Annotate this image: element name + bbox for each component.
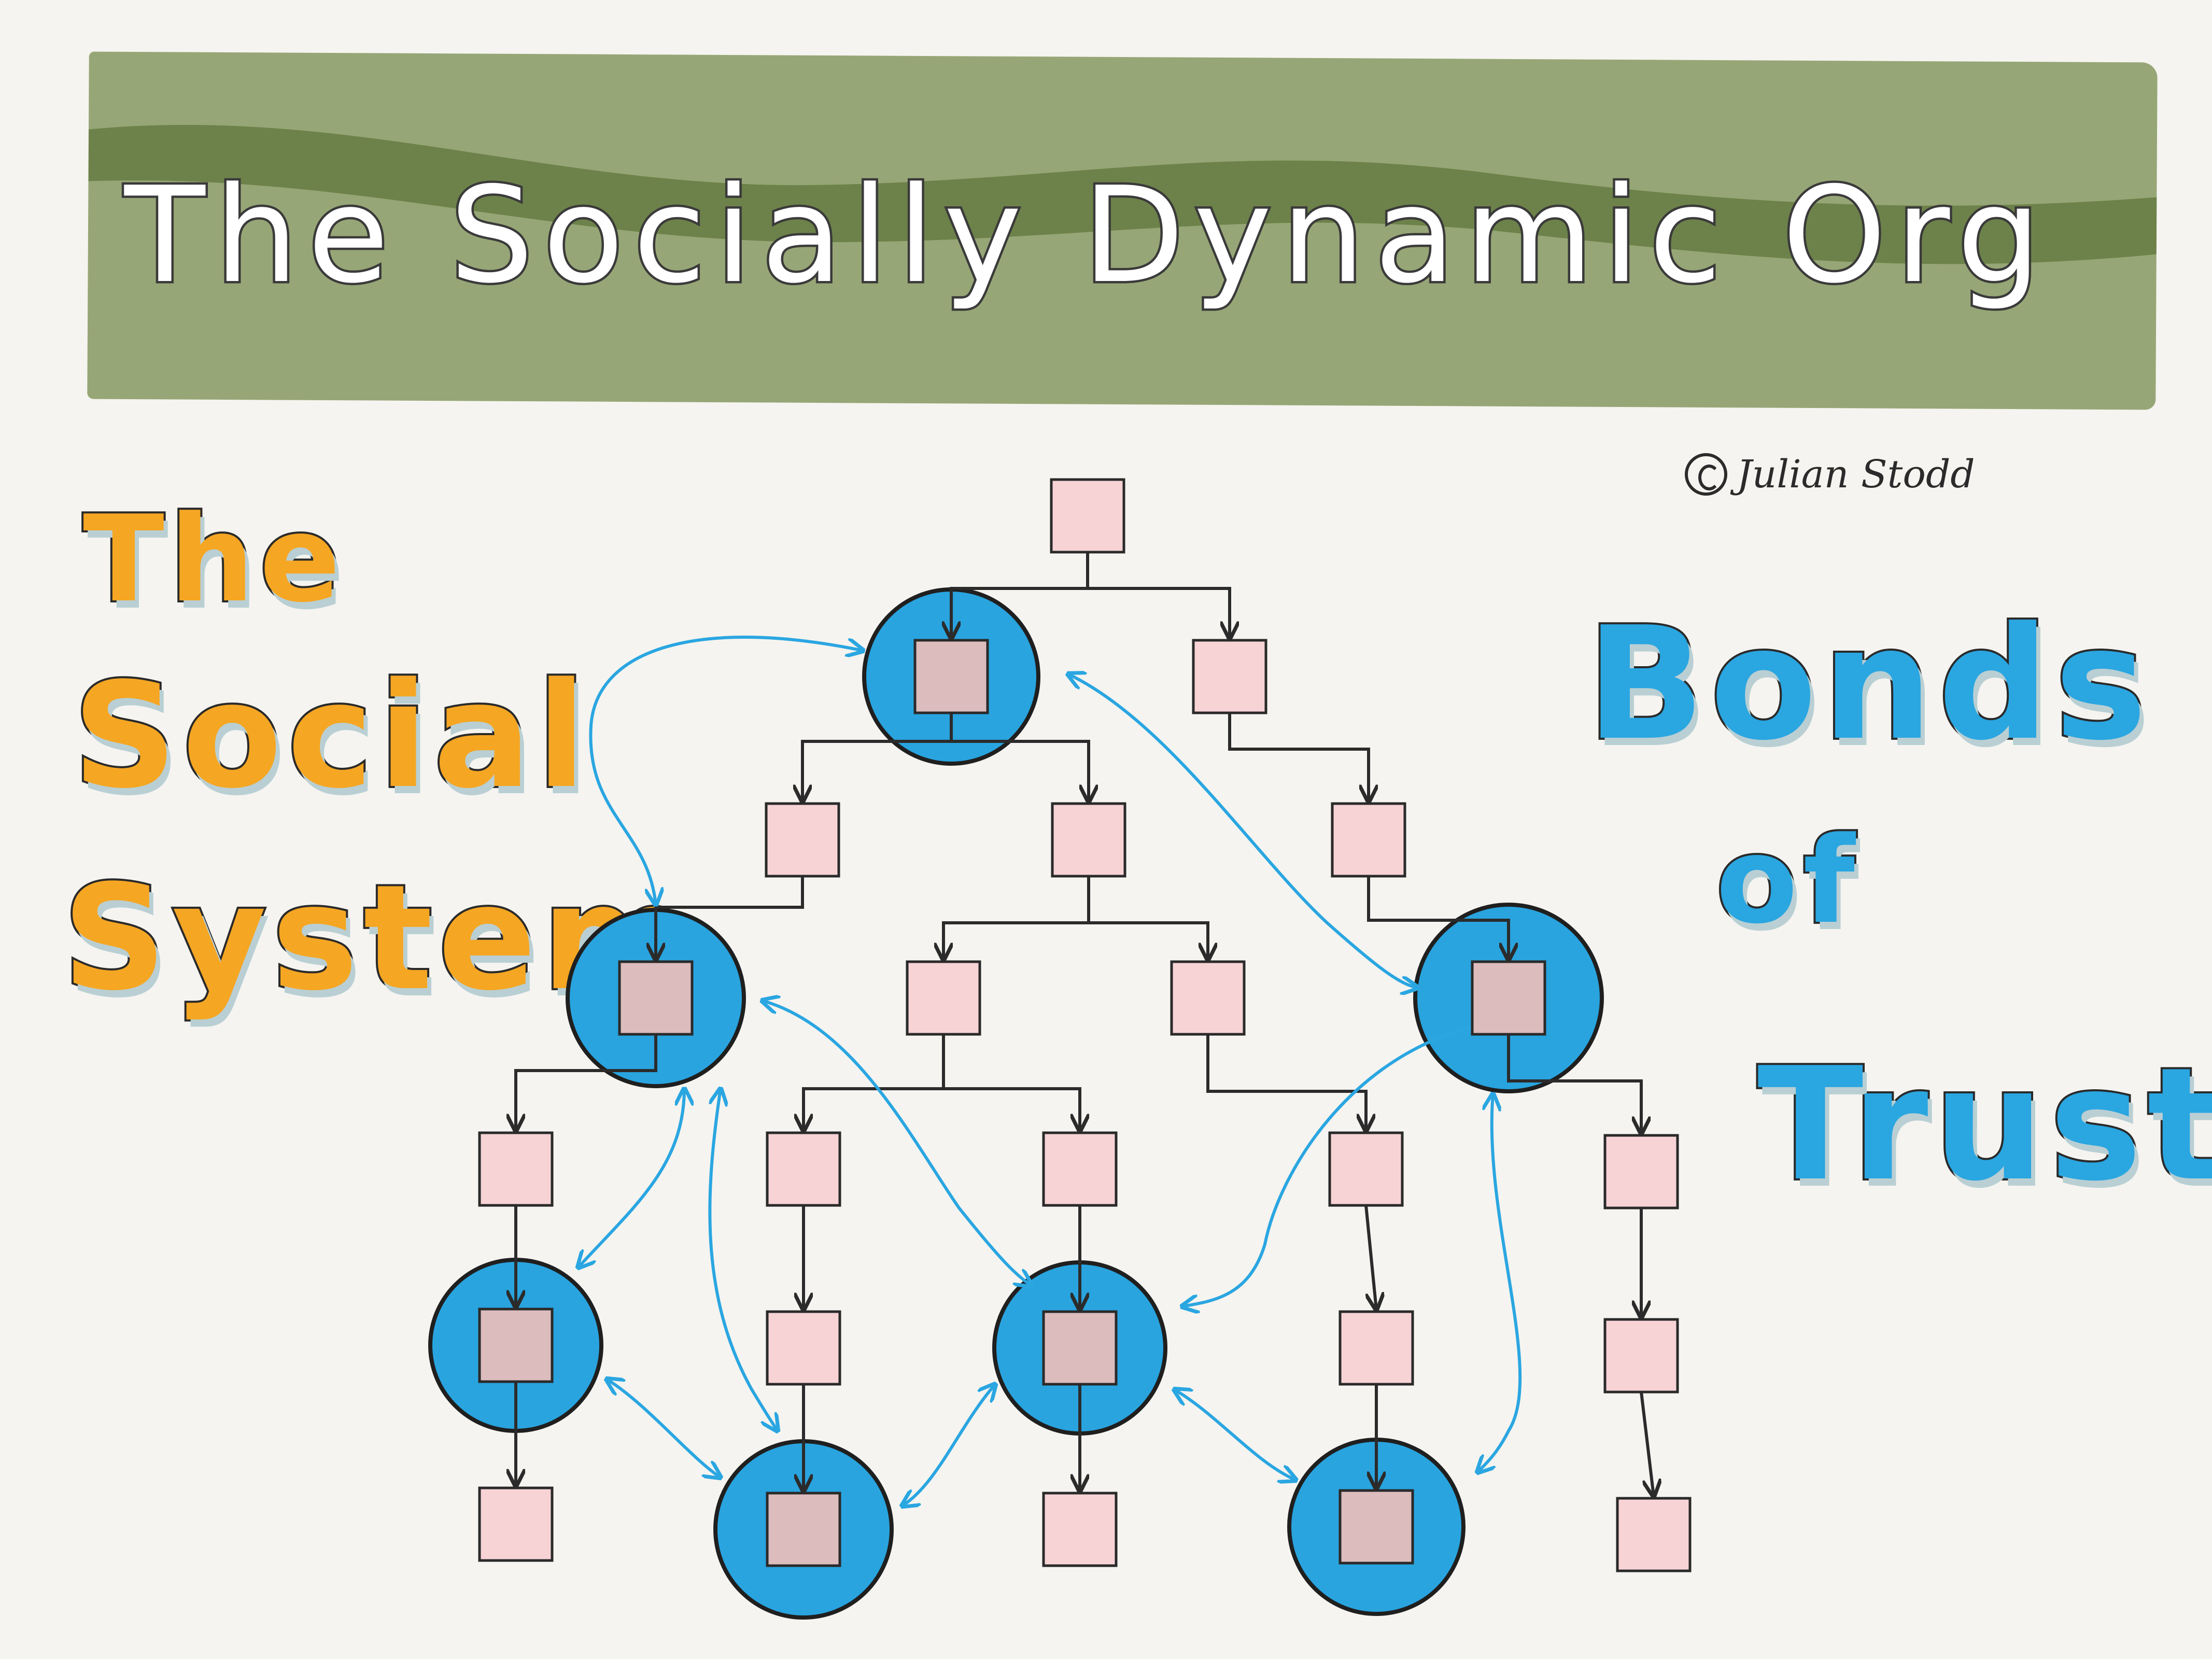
node-box	[1616, 1497, 1692, 1572]
node-box	[1603, 1134, 1679, 1210]
hub-node-box	[1339, 1489, 1414, 1565]
node-box	[1603, 1318, 1679, 1394]
bonds-of-trust-line-3: Trust	[1755, 1034, 2212, 1215]
trust-connector	[902, 1384, 995, 1506]
social-system-line-1: The	[81, 490, 346, 629]
page-title: The Socially Dynamic Org	[122, 157, 2050, 315]
banner-stripe	[88, 124, 2157, 264]
node-box	[1192, 639, 1267, 714]
trust-connector	[762, 1001, 1032, 1286]
bonds-of-trust-line-2: of	[1714, 812, 1861, 951]
node-box	[766, 1131, 841, 1207]
hub-node-box	[913, 639, 989, 714]
node-box	[1051, 802, 1126, 878]
node-box	[1331, 802, 1406, 878]
hierarchy-connector	[1228, 713, 1369, 802]
hierarchy-connector	[516, 1034, 657, 1131]
trust-connector	[1068, 674, 1418, 988]
hierarchy-connector	[943, 876, 1090, 960]
hub-node-box	[618, 960, 694, 1036]
hierarchy-connector	[1086, 552, 1230, 638]
copyright-icon	[1685, 453, 1727, 496]
hub-node-box	[1042, 1310, 1118, 1386]
node-box	[1328, 1131, 1404, 1207]
trust-connector	[1182, 1024, 1488, 1306]
trust-connector	[607, 1379, 721, 1478]
node-box	[1339, 1310, 1414, 1386]
hierarchy-connector	[1507, 1034, 1641, 1133]
hub-node-box	[766, 1492, 841, 1567]
bonds-of-trust-line-1: Bonds	[1584, 594, 2152, 775]
node-box	[765, 802, 840, 878]
trust-connector	[578, 1089, 684, 1268]
node-box	[478, 1486, 554, 1562]
trust-connector	[1477, 1094, 1522, 1472]
node-box	[1042, 1131, 1118, 1207]
node-box	[1050, 478, 1125, 554]
hub-node-box	[478, 1307, 554, 1383]
title-banner	[87, 51, 2158, 410]
hierarchy-connector	[1206, 1034, 1366, 1131]
author-credit: Julian Stodd	[1685, 446, 1975, 503]
trust-connector	[1174, 1389, 1296, 1480]
hierarchy-connector	[942, 1034, 1080, 1131]
node-box	[1042, 1492, 1118, 1567]
node-box	[906, 960, 981, 1036]
author-name: Julian Stodd	[1737, 452, 1975, 497]
node-box	[766, 1310, 841, 1386]
hierarchy-connector	[1640, 1391, 1654, 1496]
hub-node-box	[1471, 960, 1546, 1036]
trust-connector	[708, 1089, 778, 1431]
node-box	[478, 1131, 554, 1207]
hierarchy-connector	[1087, 876, 1208, 960]
node-box	[1170, 960, 1246, 1036]
social-system-line-2: Social	[71, 652, 591, 821]
hierarchy-connector	[1364, 1205, 1376, 1310]
trust-connector	[589, 636, 863, 905]
